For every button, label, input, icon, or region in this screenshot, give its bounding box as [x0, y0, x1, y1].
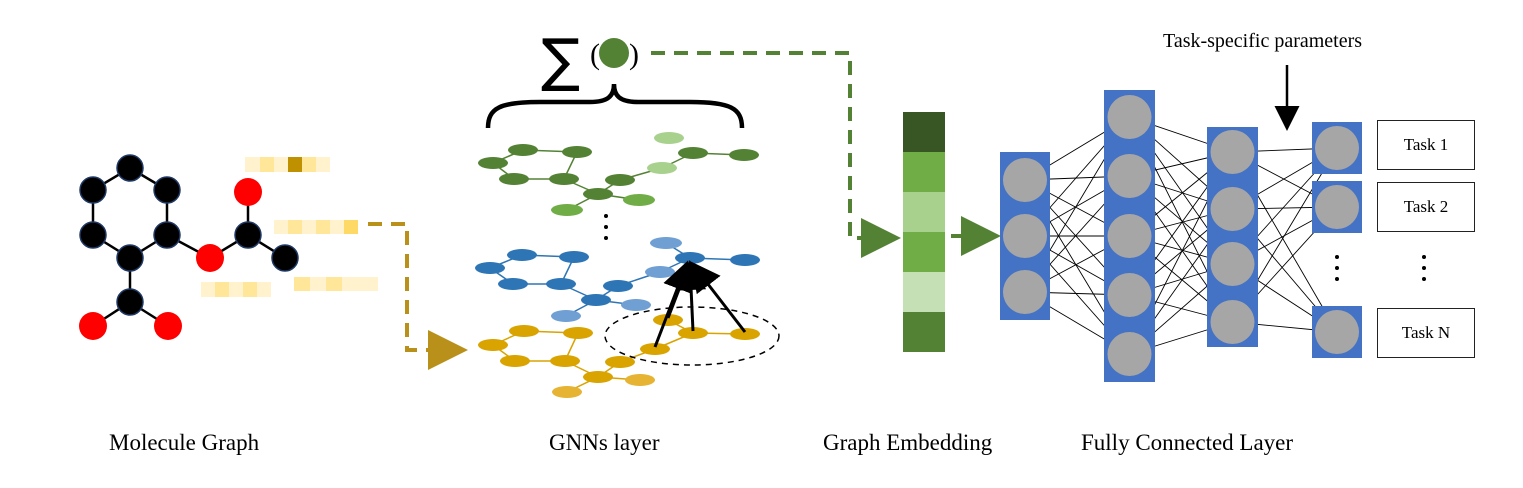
- neuron-node: [1315, 185, 1359, 229]
- embedding-cell: [903, 232, 945, 272]
- embedding-cell: [903, 152, 945, 192]
- svg-text:(: (: [590, 38, 600, 71]
- summation-symbol: ∑: [541, 26, 580, 94]
- embedding-cell: [903, 312, 945, 352]
- gnn-blue-nodes: [475, 237, 760, 322]
- gnn-green-nodes: [478, 132, 759, 216]
- feature-vector-2: [274, 220, 358, 234]
- task-2-box: Task 2: [1377, 182, 1475, 232]
- task-n-box: Task N: [1377, 308, 1475, 358]
- molecule-atoms: [79, 154, 299, 340]
- aggregated-node-icon: [599, 38, 629, 68]
- fc-layers: [1000, 90, 1362, 382]
- fc-connections: [1024, 116, 1338, 355]
- task-ellipsis: [1335, 255, 1426, 281]
- caption-gnn-layer: GNNs layer: [549, 430, 660, 455]
- task-specific-label: Task-specific parameters: [1163, 30, 1363, 52]
- caption-molecule-graph: Molecule Graph: [109, 430, 260, 455]
- embedding-cell: [903, 112, 945, 152]
- neuron-node: [1107, 332, 1152, 376]
- curly-brace: [485, 83, 745, 129]
- embedding-cell: [903, 192, 945, 232]
- neuron-node: [1107, 95, 1152, 139]
- neuron-node: [1003, 214, 1047, 258]
- neuron-node: [1107, 214, 1152, 258]
- neuron-node: [1003, 158, 1047, 202]
- neuron-node: [1315, 310, 1359, 354]
- graph-embedding-vector: [903, 112, 945, 352]
- feature-vector-1: [245, 157, 330, 172]
- feature-vector-3: [201, 277, 378, 297]
- svg-text:): ): [629, 38, 639, 71]
- arrow-to-gnn: [368, 222, 468, 370]
- gnn-ellipsis: [604, 214, 608, 240]
- neuron-node: [1003, 270, 1047, 314]
- arrow-to-embedding: [651, 51, 901, 258]
- gnn-gold-nodes: [478, 314, 760, 398]
- neuron-node: [1107, 273, 1152, 317]
- task-1-box: Task 1: [1377, 120, 1475, 170]
- gnn-layers: ∑ ( ): [475, 26, 780, 398]
- neuron-node: [1315, 126, 1359, 170]
- neuron-node: [1210, 130, 1255, 174]
- embedding-cell: [903, 272, 945, 312]
- neuron-node: [1210, 242, 1255, 286]
- neuron-node: [1210, 300, 1255, 344]
- neuron-node: [1107, 154, 1152, 198]
- caption-fully-connected-layer: Fully Connected Layer: [1081, 430, 1294, 455]
- molecule-graph: [79, 154, 378, 340]
- caption-graph-embedding: Graph Embedding: [823, 430, 993, 455]
- neuron-node: [1210, 187, 1255, 231]
- message-arrows: [653, 260, 747, 348]
